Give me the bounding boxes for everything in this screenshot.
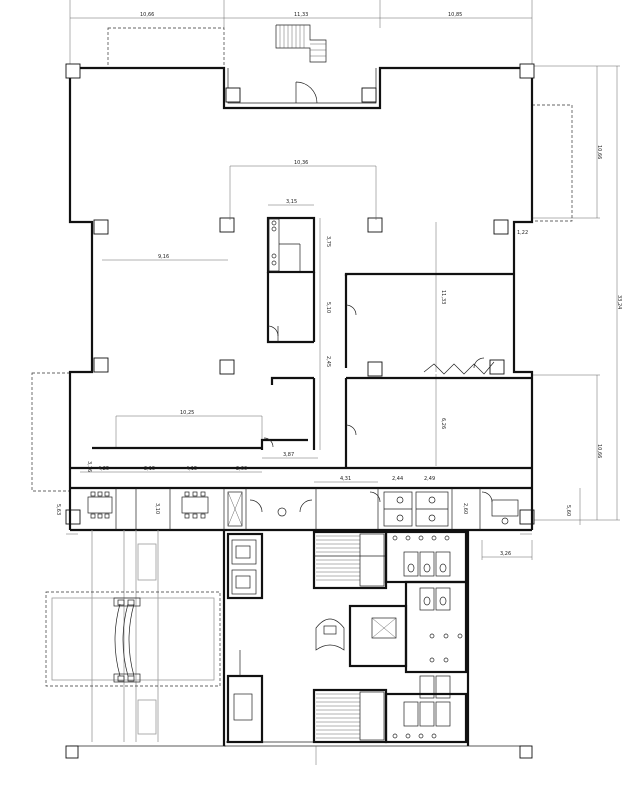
dim-core-lower: 3,87 xyxy=(283,452,294,458)
top-entrance-door xyxy=(295,81,318,104)
dim-right-room-vertical: 11,33 xyxy=(440,290,446,304)
top-dimension-chain: 10,66 11,33 10,85 xyxy=(69,0,533,66)
dim-core-seg-1: 3,75 xyxy=(325,236,331,247)
dim-row-5: 2,44 xyxy=(392,476,403,482)
dim-top-right: 10,85 xyxy=(448,12,462,18)
dim-mid-right: 4,31 xyxy=(340,476,351,482)
dim-center-width: 10,36 xyxy=(294,160,308,166)
dim-bottom-right: 3,26 xyxy=(500,551,511,557)
dim-left-lower-width: 10,25 xyxy=(180,410,194,416)
dim-row-6: 2,49 xyxy=(424,476,435,482)
dim-core-width: 3,15 xyxy=(286,199,297,205)
right-rooms xyxy=(344,272,532,468)
dim-right-upper: 10,66 xyxy=(596,145,602,159)
central-core xyxy=(260,216,316,450)
entrance-canopy xyxy=(45,530,221,742)
dim-top-center: 11,33 xyxy=(294,12,308,18)
lower-office-strip xyxy=(68,468,534,532)
inner-dimensions: 10,36 3,15 9,16 3,75 5,10 2,45 11,33 6,2… xyxy=(102,160,446,466)
lower-strip-dimensions: 4,25 2,15 4,15 2,60 3,16 5,63 3,10 4,31 … xyxy=(55,461,533,560)
bottom-base xyxy=(65,745,533,765)
dim-vert-small-3: 3,10 xyxy=(154,503,160,514)
balcony-top-left xyxy=(107,27,225,69)
dim-vert-small-4: 2,60 xyxy=(462,503,468,514)
dim-core-seg-3: 2,45 xyxy=(325,356,331,367)
top-exterior-stair xyxy=(275,24,327,63)
dim-right-room-lower: 6,26 xyxy=(440,418,446,429)
dim-left-upper: 9,16 xyxy=(158,254,169,260)
dim-vert-small-2: 5,63 xyxy=(55,504,61,515)
dim-vert-small-1: 3,16 xyxy=(86,461,92,472)
dim-row-4: 2,60 xyxy=(236,466,247,472)
dim-row-2: 2,15 xyxy=(144,466,155,472)
dim-corner-right: 1,22 xyxy=(517,230,528,236)
right-dimension-chain: 10,66 33,24 10,66 5,60 1,22 xyxy=(517,65,622,525)
dim-right-bottom: 5,60 xyxy=(565,505,571,516)
balcony-left xyxy=(31,372,71,492)
dim-row-3: 4,15 xyxy=(186,466,197,472)
dim-right-total: 33,24 xyxy=(616,295,622,309)
lower-service-core xyxy=(222,530,530,747)
structural-columns xyxy=(65,63,535,525)
dim-row-1: 4,25 xyxy=(98,466,109,472)
dim-top-left: 10,66 xyxy=(140,12,154,18)
dim-core-seg-2: 5,10 xyxy=(325,302,331,313)
dim-right-lower: 10,66 xyxy=(596,444,602,458)
outer-walls xyxy=(68,66,534,470)
balcony-right xyxy=(531,104,573,222)
